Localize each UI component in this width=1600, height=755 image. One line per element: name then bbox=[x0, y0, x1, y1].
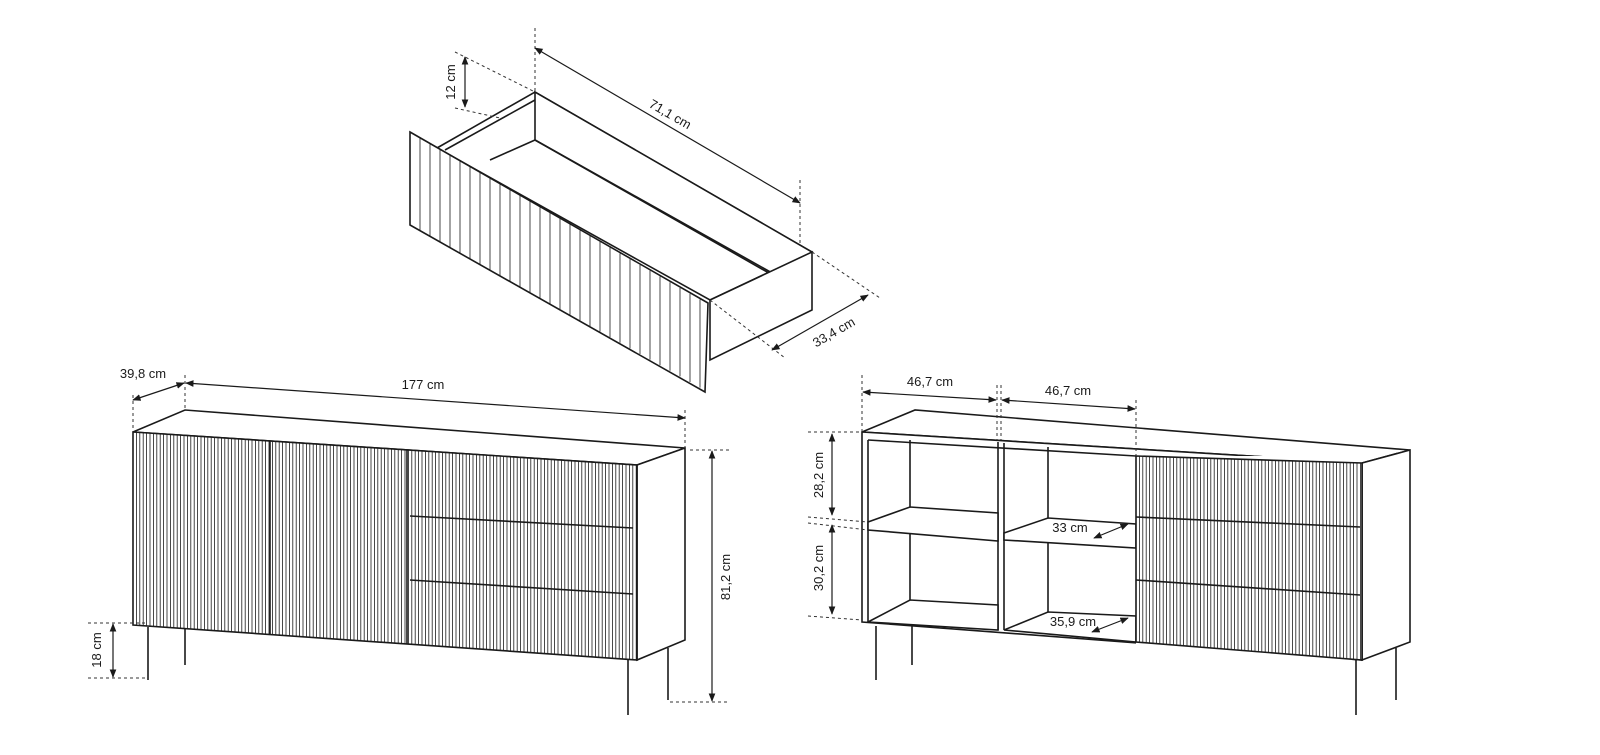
bottom-left bbox=[865, 599, 999, 631]
drawer-height-label: 12 cm bbox=[443, 64, 458, 99]
drawer-front bbox=[409, 130, 709, 394]
height-label: 81,2 cm bbox=[718, 554, 733, 600]
leg-height-label: 18 cm bbox=[89, 632, 104, 667]
depth-label: 39,8 cm bbox=[120, 366, 166, 381]
sideboard-open-drawing: 46,7 cm 46,7 cm 28,2 cm 30,2 cm 33 cm 35… bbox=[807, 374, 1411, 715]
depth-dimension bbox=[132, 382, 185, 401]
bottom-depth-label: 35,9 cm bbox=[1050, 614, 1096, 629]
compartment-width-right-label: 46,7 cm bbox=[1045, 383, 1091, 398]
drawer-side bbox=[709, 250, 813, 362]
shelf-depth-label: 33 cm bbox=[1052, 520, 1087, 535]
drawer-depth-dimension bbox=[771, 294, 869, 351]
drawer-length-dimension bbox=[534, 47, 801, 204]
upper-height-label: 28,2 cm bbox=[811, 452, 826, 498]
compartment-width-left-dimension bbox=[862, 389, 997, 403]
compartment-width-left-label: 46,7 cm bbox=[907, 374, 953, 389]
sideboard-side bbox=[636, 446, 686, 662]
compartment-width-right-dimension bbox=[1001, 397, 1136, 412]
drawer-depth-label: 33,4 cm bbox=[810, 314, 858, 350]
width-dimension bbox=[185, 380, 686, 421]
open-sideboard-legs bbox=[875, 626, 1397, 715]
open-sideboard-side bbox=[1361, 448, 1411, 662]
sideboard-legs bbox=[147, 627, 669, 715]
shelf-left bbox=[867, 506, 999, 542]
width-label: 177 cm bbox=[402, 377, 445, 392]
sideboard-closed-drawing: 39,8 cm 177 cm 81,2 cm 18 cm bbox=[88, 366, 733, 715]
shelf-depth-dimension bbox=[1093, 523, 1129, 539]
drawer-drawing: 71,1 cm 12 cm 33,4 cm bbox=[409, 28, 881, 394]
lower-height-label: 30,2 cm bbox=[811, 545, 826, 591]
bottom-depth-dimension bbox=[1091, 617, 1129, 633]
